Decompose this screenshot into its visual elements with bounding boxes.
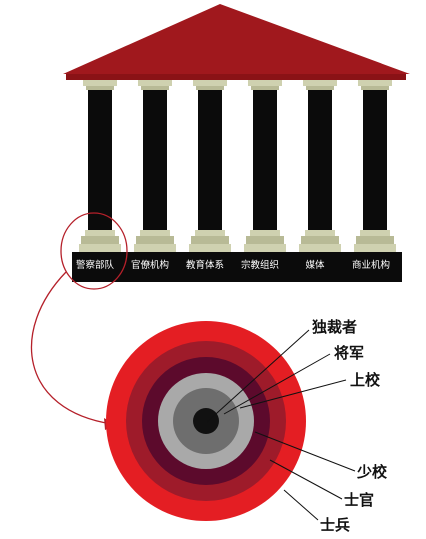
leader-lines bbox=[206, 329, 356, 521]
ring-dictator bbox=[193, 408, 219, 434]
rank-label-general: 将军 bbox=[334, 344, 365, 362]
leader-line-sergeant bbox=[269, 459, 343, 500]
leader-line-colonel bbox=[239, 379, 347, 409]
highlight-circle bbox=[60, 212, 128, 290]
column-2 bbox=[134, 80, 176, 252]
roof-entablature bbox=[66, 74, 406, 80]
pillar-label-media: 媒体 bbox=[305, 260, 325, 271]
column-6 bbox=[354, 80, 396, 252]
pillar-label-business: 商业机构 bbox=[351, 260, 390, 271]
column-3 bbox=[189, 80, 231, 252]
leader-line-major bbox=[254, 431, 356, 472]
curved-arrow bbox=[31, 271, 113, 425]
temple-roof bbox=[63, 4, 410, 74]
rank-label-colonel: 上校 bbox=[350, 371, 381, 389]
column-4 bbox=[244, 80, 286, 252]
rank-label-dictator: 独裁者 bbox=[312, 318, 358, 336]
hierarchy-rings bbox=[106, 321, 306, 521]
column-5 bbox=[299, 80, 341, 252]
pillar-label-religion: 宗教组织 bbox=[240, 260, 279, 271]
leader-line-soldier bbox=[283, 489, 319, 521]
pillar-label-police: 警察部队 bbox=[75, 260, 114, 271]
leader-line-general bbox=[223, 353, 331, 415]
rank-label-soldier: 士兵 bbox=[320, 516, 351, 534]
column-1 bbox=[79, 80, 121, 252]
temple bbox=[63, 4, 410, 282]
rank-label-sergeant: 士官 bbox=[344, 491, 375, 509]
rank-label-major: 少校 bbox=[357, 463, 388, 481]
leader-line-dictator bbox=[206, 329, 310, 423]
pillar-label-bureaucracy: 官僚机构 bbox=[130, 260, 169, 271]
pillar-label-education: 教育体系 bbox=[185, 260, 224, 271]
